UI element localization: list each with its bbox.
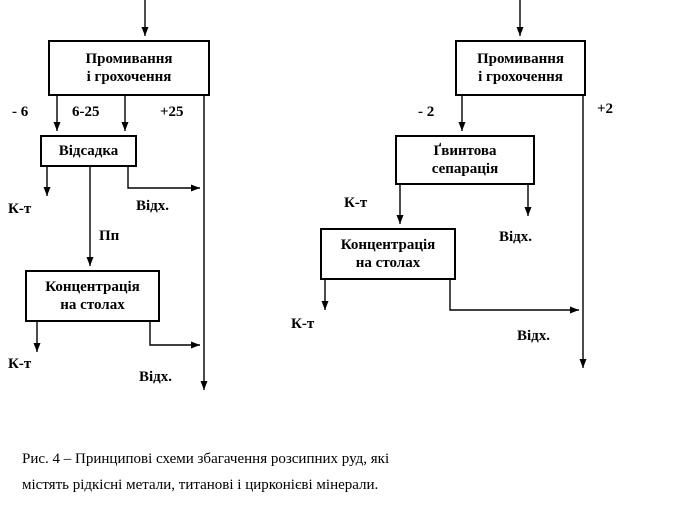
left-table-concentrate-label: К-т xyxy=(8,356,32,372)
left-fraction-plus25-label: +25 xyxy=(160,104,184,120)
left-jig-concentrate-label: К-т xyxy=(8,201,32,217)
left-scheme-arrows xyxy=(33,0,208,390)
left-table-concentration-box: Концентрація на столах xyxy=(25,270,160,322)
right-table-concentrate-label: К-т xyxy=(291,316,315,332)
right-table-tailings-label: Відх. xyxy=(517,328,551,344)
left-washing-screening-box: Промивання і грохочення xyxy=(48,40,210,96)
right-fraction-minus2-label: - 2 xyxy=(418,104,435,120)
right-table-concentration-box: Концентрація на столах xyxy=(320,228,456,280)
left-middlings-label: Пп xyxy=(99,228,120,244)
right-spiral-tailings-label: Відх. xyxy=(499,229,533,245)
left-fraction-6-25-label: 6-25 xyxy=(72,104,100,120)
right-washing-screening-box: Промивання і грохочення xyxy=(455,40,586,96)
right-spiral-separation-box: Ґвинтова сепарація xyxy=(395,135,535,185)
right-spiral-concentrate-label: К-т xyxy=(344,195,368,211)
left-table-tailings-label: Відх. xyxy=(139,369,173,385)
right-table-tailings-arrow xyxy=(449,280,579,314)
right-scheme-arrows xyxy=(321,0,587,368)
right-fraction-plus2-label: +2 xyxy=(597,101,614,117)
left-fraction-minus6-label: - 6 xyxy=(12,104,29,120)
left-table-tailings-arrow xyxy=(149,322,200,349)
left-jig-tailings-label: Відх. xyxy=(136,198,170,214)
left-jigging-box: Відсадка xyxy=(40,135,137,167)
figure-caption: Рис. 4 – Принципові схеми збагачення роз… xyxy=(22,451,390,493)
left-jig-tailings-arrow xyxy=(127,167,200,192)
